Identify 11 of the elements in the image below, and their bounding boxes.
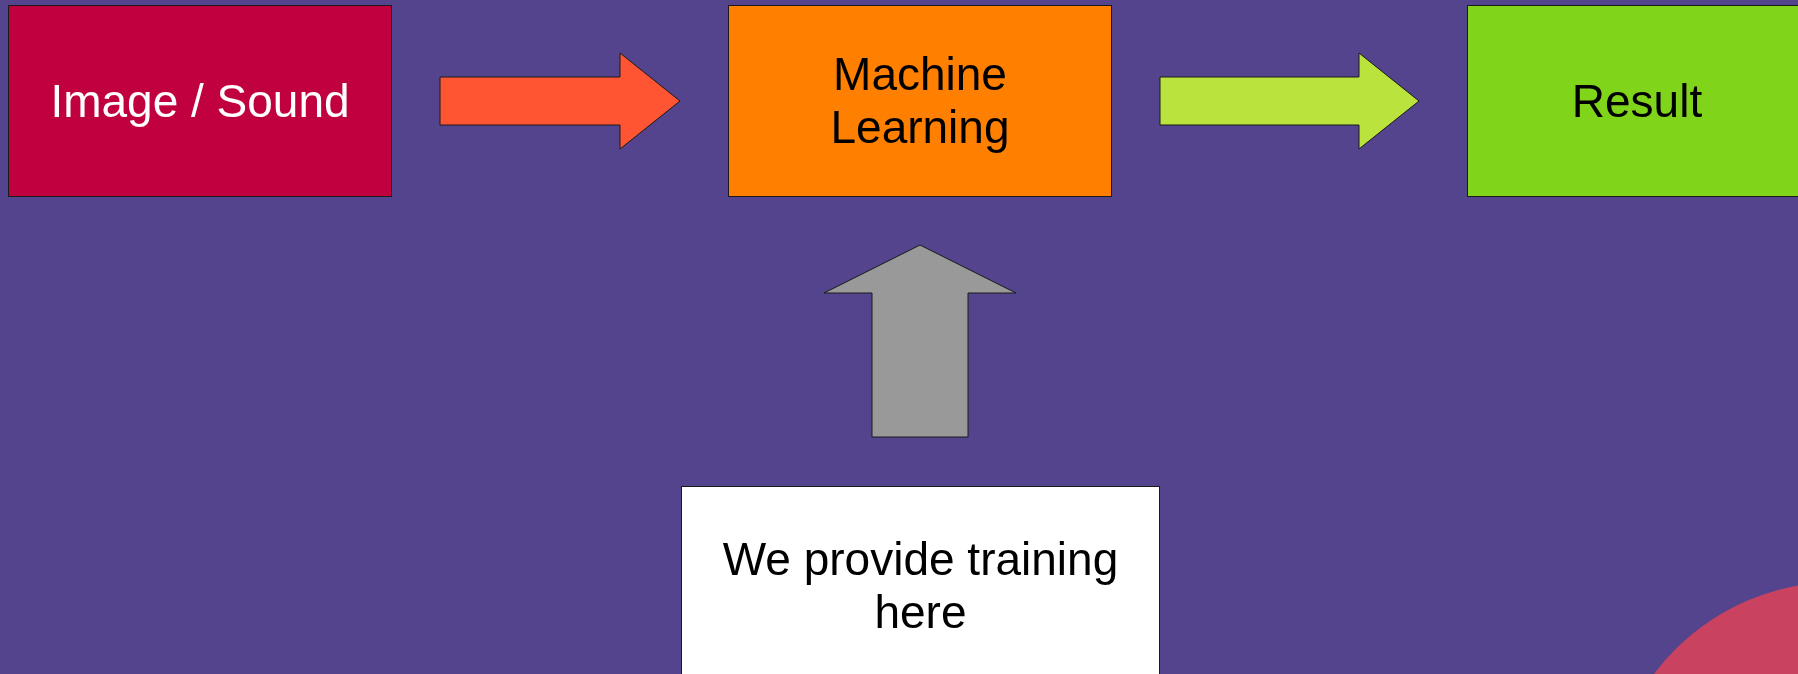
process-box: [728, 5, 1112, 197]
block-arrow: [1159, 52, 1420, 150]
box-label: Image / Sound: [50, 74, 350, 128]
box-label: Result: [1571, 74, 1703, 128]
box-label: We provide training here: [721, 533, 1120, 639]
process-box: [681, 486, 1160, 674]
box-label: Machine Learning: [829, 48, 1011, 154]
process-box: [1467, 5, 1798, 197]
block-arrow: [823, 244, 1017, 438]
block-arrow: [439, 52, 681, 150]
process-box: [8, 5, 392, 197]
